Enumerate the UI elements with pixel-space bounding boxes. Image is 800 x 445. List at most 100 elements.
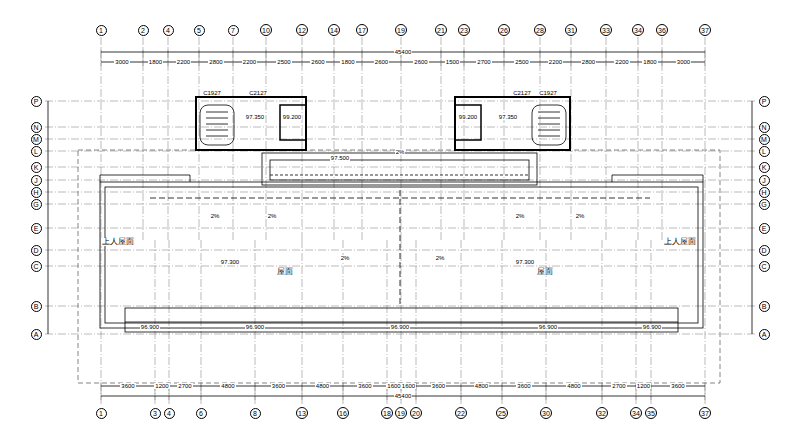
dim-tick — [638, 48, 639, 66]
axis-number: P — [34, 98, 39, 105]
axis-bubble: 32 — [596, 407, 608, 419]
dimension: 3600 — [670, 383, 685, 389]
gutter-line — [125, 322, 678, 323]
axis-bubble: A — [31, 329, 42, 340]
roof-label: 上人屋面 — [101, 238, 135, 246]
elevation-label: 96.900 — [538, 324, 558, 330]
axis-bubble: 14 — [328, 24, 340, 36]
elevation-label: 96.900 — [140, 324, 160, 330]
dimension: 2600 — [310, 59, 325, 65]
dim-line-right — [752, 101, 753, 334]
axis-line — [45, 101, 755, 102]
axis-line — [540, 37, 541, 240]
stair-left — [200, 105, 234, 145]
dim-tick — [705, 382, 706, 400]
dimension: 3000 — [676, 59, 691, 65]
dimension: 3600 — [431, 383, 446, 389]
window-tag: C1927 — [538, 90, 558, 96]
axis-number: E — [762, 225, 767, 232]
stair-treads-right — [538, 112, 560, 136]
dim-tick — [199, 48, 200, 66]
axis-bubble: 37 — [699, 24, 711, 36]
slope-label: 2% — [515, 213, 526, 219]
window-tag: C1927 — [202, 90, 222, 96]
axis-number: H — [761, 189, 766, 196]
dim-tick — [540, 48, 541, 66]
axis-number: M — [33, 136, 39, 143]
dimension-total: 45400 — [394, 49, 413, 55]
slope-label: 2% — [267, 213, 278, 219]
axis-bubble: 1 — [96, 25, 107, 36]
axis-number: 26 — [500, 27, 508, 34]
dimension: 1600 — [386, 383, 401, 389]
slope-label: 2% — [340, 255, 351, 261]
dim-tick — [343, 382, 344, 400]
axis-bubble: N — [31, 122, 42, 133]
dim-tick — [662, 48, 663, 66]
dimension: 1500 — [445, 59, 460, 65]
dimension: 1800 — [148, 59, 163, 65]
axis-number: 36 — [658, 27, 666, 34]
axis-line — [606, 37, 607, 240]
axis-number: 34 — [632, 410, 640, 417]
outline-below — [78, 150, 720, 383]
axis-number: 4 — [167, 410, 171, 417]
axis-number: 37 — [701, 410, 709, 417]
axis-bubble: D — [31, 245, 42, 256]
axis-number: D — [33, 247, 38, 254]
axis-bubble: M — [759, 134, 770, 145]
axis-line — [464, 37, 465, 240]
axis-line — [441, 37, 442, 240]
elevation-label: 96.900 — [642, 324, 662, 330]
dim-tick — [101, 48, 102, 66]
axis-line — [45, 334, 755, 335]
axis-bubble: 34 — [630, 407, 642, 419]
axis-bubble: 34 — [632, 24, 644, 36]
axis-number: 19 — [397, 410, 405, 417]
axis-number: 5 — [197, 27, 201, 34]
axis-line — [45, 167, 755, 168]
axis-bubble: C — [31, 261, 42, 272]
axis-bubble: K — [759, 162, 770, 173]
axis-number: 31 — [567, 27, 575, 34]
dimension: 2600 — [413, 59, 428, 65]
axis-bubble: 22 — [455, 407, 467, 419]
axis-line — [168, 37, 169, 240]
dim-tick — [441, 48, 442, 66]
axis-bubble: 31 — [565, 24, 577, 36]
dim-tick — [201, 382, 202, 400]
axis-bubble: G — [759, 199, 770, 210]
axis-number: 17 — [358, 27, 366, 34]
axis-number: 22 — [457, 410, 465, 417]
lift-right — [455, 105, 481, 140]
roof-label: 上人屋面 — [663, 238, 697, 246]
roof-label: 屋面 — [276, 268, 294, 276]
axis-bubble: 3 — [150, 408, 161, 419]
axis-bubble: E — [31, 223, 42, 234]
axis-number: 10 — [262, 27, 270, 34]
axis-bubble: H — [759, 187, 770, 198]
axis-bubble: 18 — [381, 407, 393, 419]
axis-bubble: 25 — [496, 407, 508, 419]
axis-number: 6 — [199, 410, 203, 417]
stair-treads-left — [206, 112, 228, 136]
axis-line — [705, 37, 706, 240]
axis-number: D — [761, 247, 766, 254]
axis-number: 37 — [701, 27, 709, 34]
parapet-outer — [100, 182, 703, 328]
dim-tick — [362, 48, 363, 66]
axis-number: 19 — [397, 27, 405, 34]
elevation-label: 97.500 — [330, 155, 350, 161]
axis-number: M — [761, 136, 767, 143]
dim-tick — [233, 48, 234, 66]
axis-line — [362, 37, 363, 240]
axis-bubble: 7 — [228, 25, 239, 36]
roof-label: 屋面 — [536, 268, 554, 276]
dim-tick — [302, 48, 303, 66]
dimension: 2700 — [611, 383, 626, 389]
atrium-slope — [270, 175, 529, 176]
dimension: 2500 — [276, 59, 291, 65]
axis-bubble: 37 — [699, 407, 711, 419]
dimension: 1200 — [636, 383, 651, 389]
